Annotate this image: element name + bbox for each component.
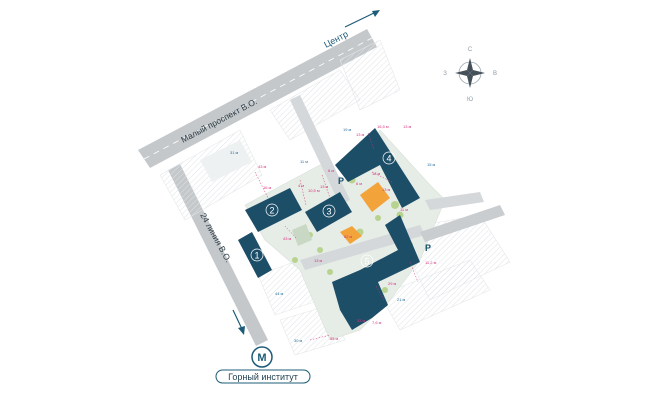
svg-text:13 м: 13 м (320, 184, 329, 189)
height-labels: 31 м 11 м 19 м 15 м 44 м 30 м 21 м (230, 127, 436, 343)
svg-text:44 м: 44 м (275, 291, 284, 296)
svg-text:6 м: 6 м (356, 181, 362, 186)
svg-text:33 м: 33 м (357, 318, 366, 323)
svg-text:С: С (468, 47, 473, 53)
svg-text:13 м: 13 м (403, 124, 412, 129)
svg-text:16,5 м: 16,5 м (377, 124, 389, 129)
building-1[interactable]: 1 (238, 232, 272, 278)
building-2[interactable]: 2 (245, 188, 302, 232)
svg-text:11 м: 11 м (300, 159, 308, 164)
svg-text:Ю: Ю (467, 97, 473, 103)
metro-letter: М (257, 352, 266, 364)
svg-text:43 м: 43 м (258, 164, 267, 169)
svg-text:62 м: 62 м (344, 234, 353, 239)
main-avenue (138, 29, 377, 168)
svg-text:4 м: 4 м (298, 183, 304, 188)
svg-text:13 м: 13 м (314, 258, 323, 263)
svg-text:30 м: 30 м (294, 338, 303, 343)
svg-text:З: З (443, 71, 447, 77)
svg-text:43 м: 43 м (283, 236, 292, 241)
building-number: 2 (269, 206, 274, 216)
svg-text:13 м: 13 м (382, 187, 391, 192)
compass-rose: С Ю З В (443, 47, 497, 103)
parking-label: P (338, 176, 344, 186)
building-5[interactable]: 5 (332, 215, 420, 330)
building-number: 3 (326, 207, 331, 217)
svg-text:19 м: 19 м (343, 127, 352, 132)
building-number: 1 (254, 251, 259, 261)
building-3[interactable]: 3 (305, 192, 352, 232)
svg-text:13 м: 13 м (356, 132, 365, 137)
svg-text:31 м: 31 м (230, 150, 239, 155)
svg-text:В: В (493, 71, 497, 77)
metro-direction (232, 309, 245, 335)
metro-station-name: Горный институт (228, 372, 298, 382)
building-4[interactable]: 4 (335, 128, 420, 208)
main-avenue-label: Малый проспект В.О. (179, 96, 259, 145)
svg-text:10,5 м: 10,5 м (308, 188, 320, 193)
arrow-down-icon (238, 326, 245, 335)
building-number: 4 (386, 154, 391, 164)
parking-label: P (425, 243, 431, 253)
svg-text:29 м: 29 м (388, 281, 397, 286)
distance-labels: 43 м 16 м 4 м 10,5 м 13 м 6 м 13 м 16,5 … (258, 124, 437, 341)
svg-text:7,6 м: 7,6 м (372, 320, 382, 325)
svg-text:16 м: 16 м (263, 185, 272, 190)
svg-text:18 м: 18 м (372, 171, 381, 176)
svg-text:6 м: 6 м (328, 168, 334, 173)
building-number: 5 (364, 257, 369, 267)
distance-lines (254, 132, 419, 341)
metro-station[interactable]: М Горный институт (215, 346, 311, 384)
arrow-right-icon (372, 10, 380, 17)
svg-text:15 м: 15 м (427, 162, 436, 167)
metro-icon (251, 346, 273, 368)
svg-text:55 м: 55 м (330, 336, 339, 341)
svg-text:11 м: 11 м (400, 207, 408, 212)
svg-text:21 м: 21 м (397, 297, 406, 302)
playgrounds (292, 182, 390, 246)
svg-text:11,2 м: 11,2 м (425, 260, 437, 265)
